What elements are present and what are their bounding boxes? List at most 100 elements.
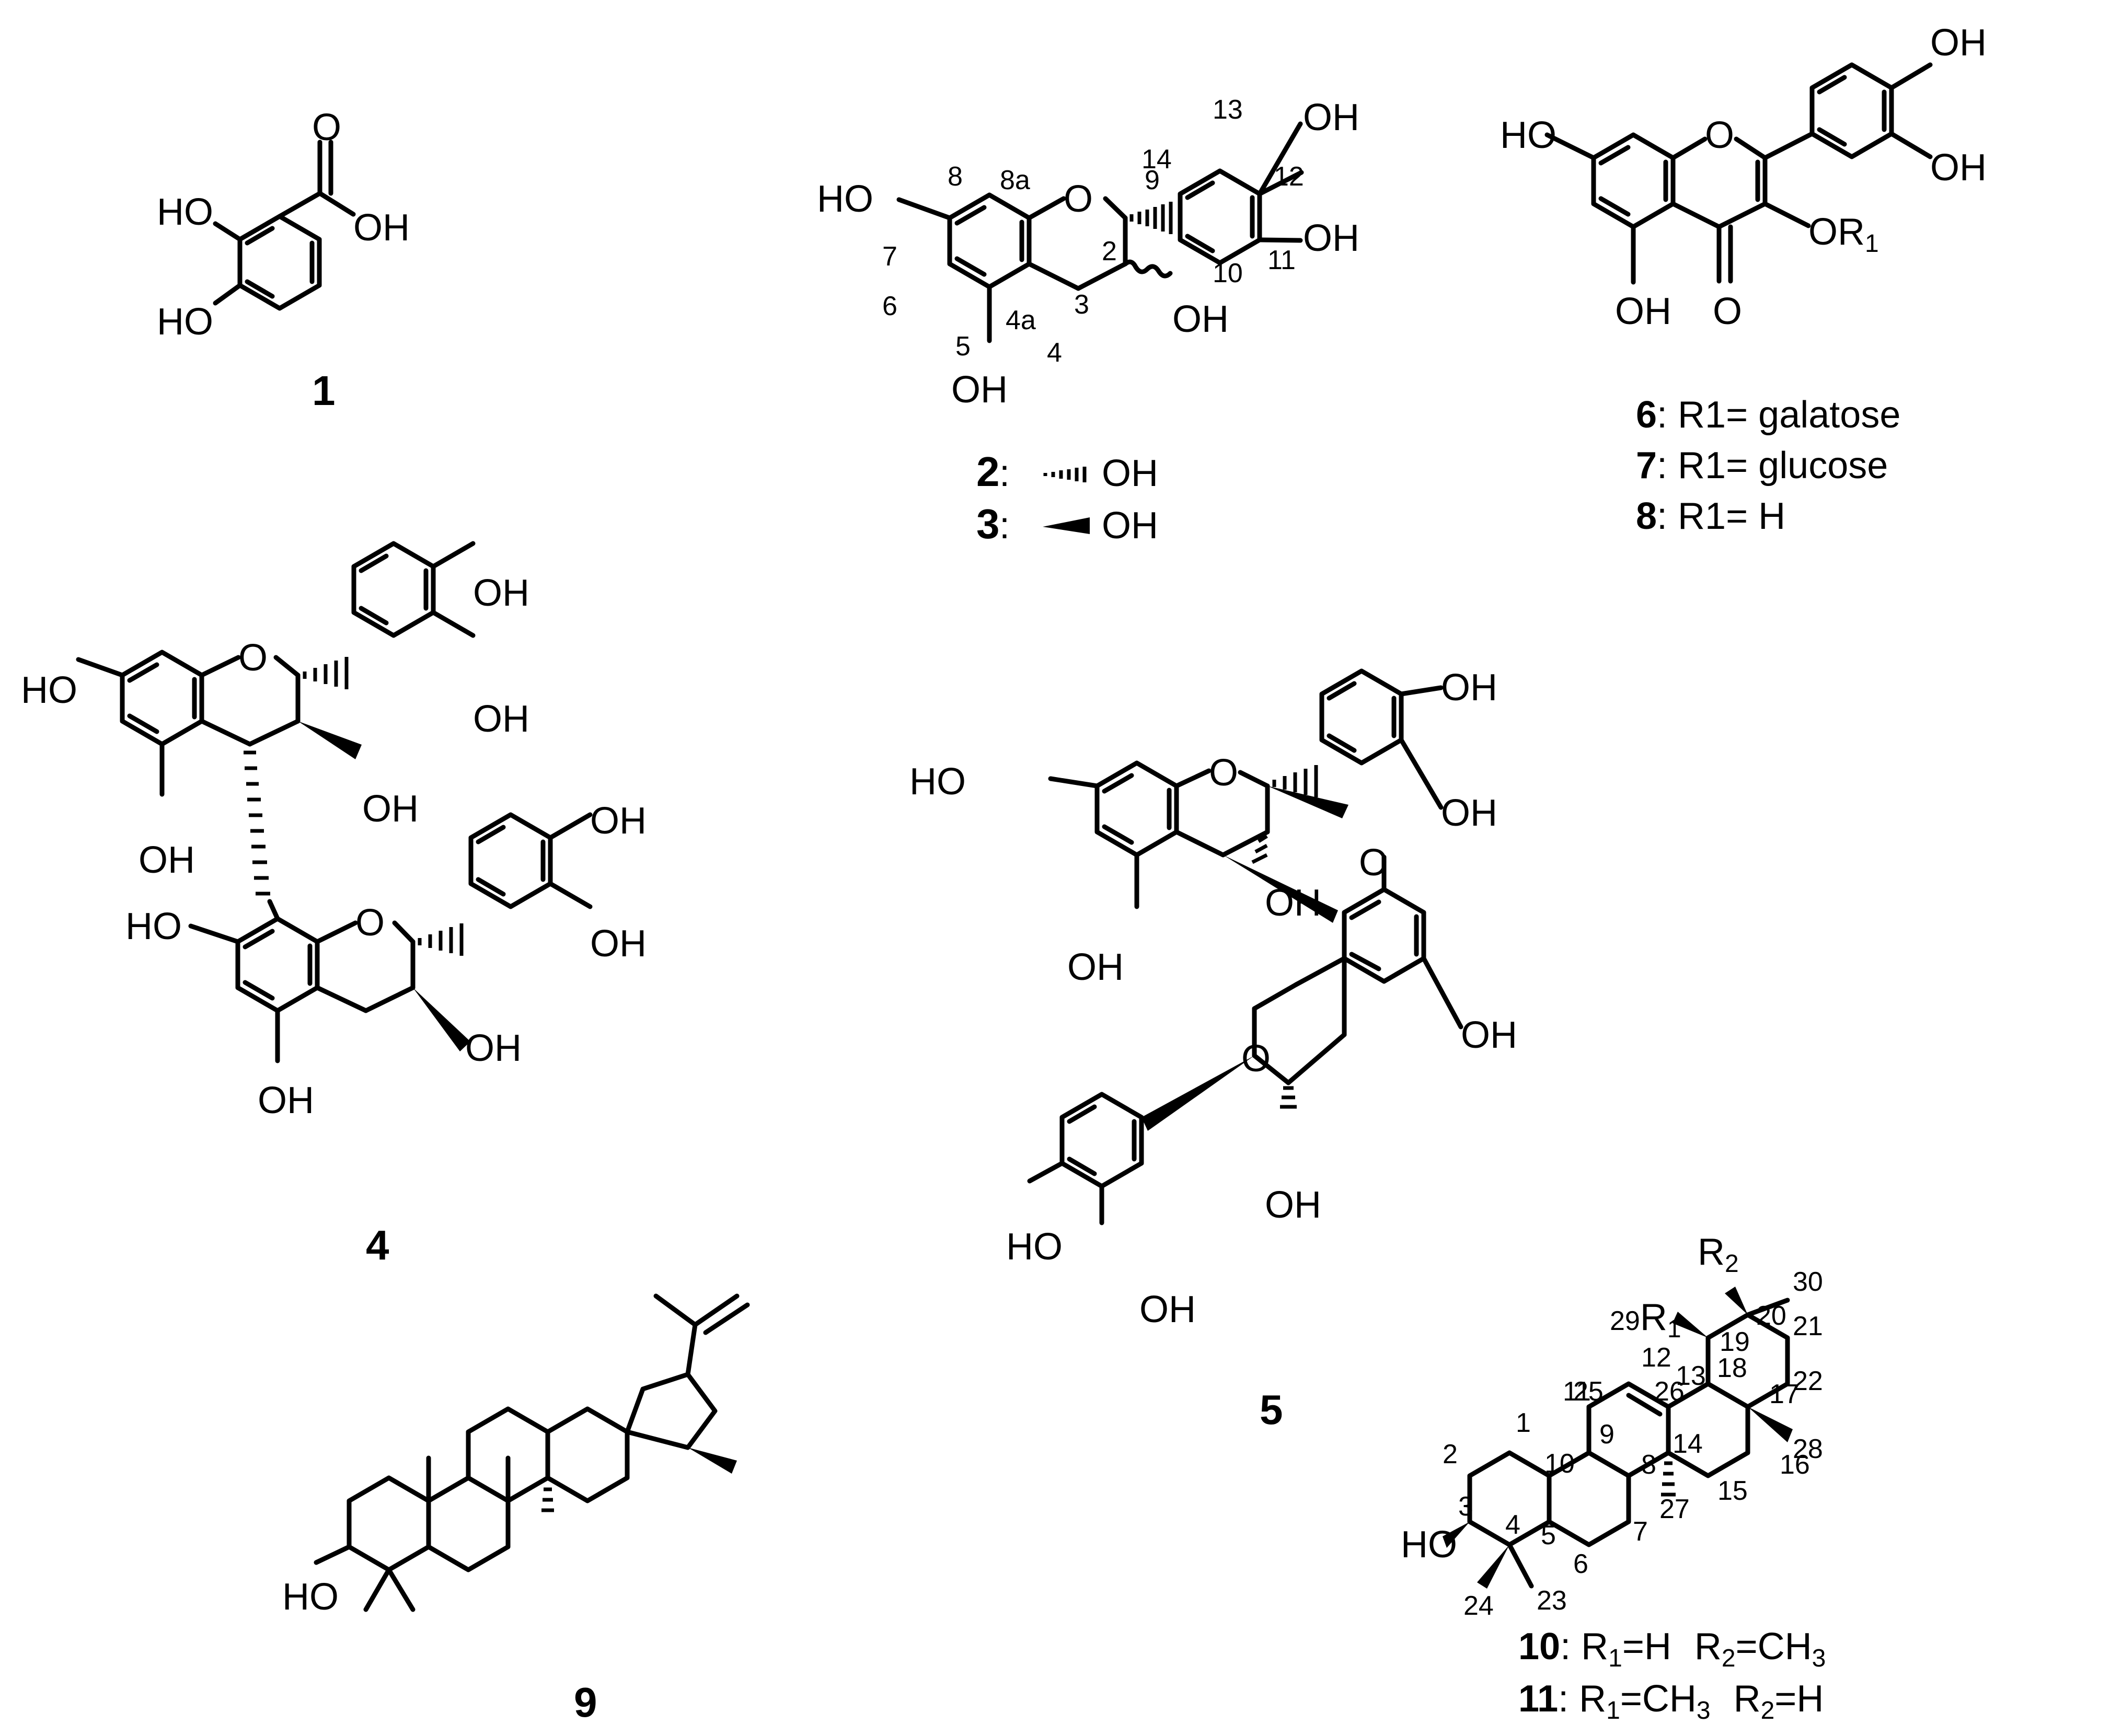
compound-7-id: 7 [1636, 445, 1657, 487]
c2-atom-number: 14 [1141, 144, 1172, 175]
c2-ring-oxygen: O [1064, 178, 1093, 220]
c6-3-OR-group: OR1 [1808, 211, 1879, 258]
c10-atom-number: 7 [1633, 1517, 1648, 1547]
c2-atom-number: 11 [1267, 245, 1296, 275]
compound-6-substituent: : R1= galatose [1657, 394, 1900, 436]
c10-atom-number: 26 [1654, 1376, 1685, 1407]
c4-top-3-hydroxyl: OH [362, 788, 419, 830]
c4-top-catechol-hydroxyl-1: OH [473, 572, 529, 614]
c10-3-hydroxyl: HO [1401, 1524, 1457, 1566]
compound-5-id: 5 [1260, 1386, 1283, 1433]
c5-3-hydroxyl: OH [1265, 882, 1321, 924]
c4-top-ring-oxygen: O [238, 637, 268, 679]
c2-atom-number: 13 [1213, 95, 1243, 125]
compound-1-id: 1 [312, 367, 336, 414]
c10-atom-number: 2 [1443, 1439, 1458, 1469]
compound-9-id: 9 [574, 1679, 597, 1726]
c6-ring-oxygen: O [1705, 114, 1734, 156]
c5-bottom-3-hydroxyl: OH [1265, 1184, 1321, 1226]
c6-3p-hydroxyl: OH [1930, 147, 1987, 189]
c10-atom-number: 8 [1641, 1450, 1656, 1480]
c10-atom-number: 23 [1537, 1585, 1567, 1616]
compound-2-stereo-group: OH [1102, 453, 1158, 494]
c2-atom-number: 6 [882, 291, 897, 321]
c2-atom-number: 4a [1006, 305, 1036, 335]
c2-atom-number: 5 [955, 331, 971, 362]
c10-atom-number: 6 [1573, 1549, 1588, 1579]
c10-atom-number: 28 [1793, 1434, 1823, 1464]
c2-5-hydroxyl: OH [951, 369, 1008, 411]
c2-3-hydroxyl: OH [1172, 298, 1229, 340]
c10-atom-number: 27 [1659, 1494, 1690, 1524]
c5-bottom-ring-oxygen: O [1241, 1038, 1271, 1080]
c9-3-hydroxyl: HO [282, 1576, 339, 1618]
c6-carbonyl-oxygen: O [1713, 291, 1742, 332]
svg-text:8: R1= H: 8: R1= H [1636, 495, 1785, 537]
c10-atom-number: 30 [1793, 1267, 1823, 1297]
c5-top-catechol-hydroxyl-1: OH [1441, 667, 1497, 709]
c10-atom-number: 24 [1463, 1591, 1494, 1621]
c10-atom-number: 18 [1717, 1353, 1747, 1383]
c2-atom-number: 7 [882, 241, 897, 272]
compound-6-8-legend: 6: R1= galatose 7: R1= glucose 8: R1= H [1636, 394, 1900, 537]
c5-bottom-catechol-hydroxyl-2: OH [1139, 1289, 1196, 1330]
c5-bottom-catechol-hydroxyl-1: HO [1006, 1226, 1063, 1268]
c2-atom-number: 3 [1074, 290, 1089, 320]
c4-bottom-catechol-hydroxyl-2: OH [590, 923, 647, 965]
c4-top-catechol-hydroxyl-2: OH [473, 698, 529, 740]
c4-bottom-3-hydroxyl: OH [465, 1027, 522, 1069]
c1-acid-hydroxyl: OH [353, 207, 410, 249]
compound-5-structure: HO O OH OH O OH OH OH O OH HO OH 5 [909, 667, 1517, 1433]
compound-8-substituent: : R1= H [1657, 495, 1785, 537]
c2-7-hydroxyl: HO [817, 178, 873, 220]
compound-4-id: 4 [366, 1222, 389, 1268]
compound-6-structure: HO O OH OH OR1 OH O 6: R1= galatose 7: R… [1500, 22, 1987, 537]
c2-atom-number: 8 [948, 161, 963, 192]
c2-atom-number: 10 [1213, 258, 1243, 288]
compound-3-id: 3 [976, 501, 1000, 547]
c5-top-catechol-hydroxyl-2: OH [1441, 792, 1497, 834]
compound-10-structure: HO 29R1 R2 1 2 3 4 5 6 7 8 9 10 11 12 13… [1401, 1231, 1826, 1725]
c2-atom-number: 8a [1000, 165, 1030, 195]
c4-top-7-hydroxyl: HO [21, 669, 77, 711]
c5-5-hydroxyl: OH [1067, 946, 1124, 988]
c10-atom-number: 22 [1793, 1366, 1823, 1396]
c5-bridge-oxygen: O [1359, 842, 1388, 884]
compound-7-substituent: : R1= glucose [1657, 445, 1888, 487]
c10-atom-number: 21 [1793, 1311, 1823, 1341]
compound-8-id: 8 [1636, 495, 1657, 537]
c4-bottom-catechol-hydroxyl-1: OH [590, 800, 647, 842]
c6-7-hydroxyl: HO [1500, 114, 1556, 156]
c10-atom-number: 3 [1458, 1491, 1473, 1522]
c10-atom-number: 20 [1756, 1301, 1786, 1331]
c10-atom-number: 15 [1717, 1476, 1748, 1506]
c4-bottom-ring-oxygen: O [355, 902, 385, 944]
c1-carbonyl-oxygen: O [312, 107, 341, 148]
c5-d-ring-hydroxyl: OH [1461, 1014, 1517, 1056]
c10-atom-number: 12 [1641, 1342, 1671, 1373]
svg-text:7: R1= glucose: 7: R1= glucose [1636, 445, 1888, 487]
compound-2-structure: HO O OH OH OH OH 2 3 4 4a 5 6 7 8 8a 9 1… [817, 95, 1359, 547]
c10-R2-substituent: R2 [1698, 1231, 1739, 1278]
c5-top-ring-oxygen: O [1209, 752, 1238, 794]
compound-3-separator: : [999, 505, 1010, 547]
c2-atom-number: 4 [1047, 338, 1062, 368]
c10-atom-number: 11 [1563, 1376, 1591, 1407]
c10-atom-number: 10 [1544, 1449, 1575, 1479]
c1-3-hydroxyl: HO [157, 191, 213, 233]
c2-atom-number: 12 [1274, 161, 1304, 192]
c6-4p-hydroxyl: OH [1930, 22, 1987, 64]
c4-bottom-7-hydroxyl: HO [125, 906, 182, 947]
compound-2-separator: : [999, 453, 1010, 494]
compound-3-stereo-group: OH [1102, 505, 1158, 547]
c2-atom-number: 2 [1102, 236, 1117, 267]
compound-1-structure: O OH HO HO 1 [157, 107, 410, 414]
c10-atom-number: 1 [1516, 1408, 1531, 1438]
compound-4-structure: HO O OH OH OH OH HO O OH OH OH OH 4 [21, 541, 647, 1268]
compound-9-structure: HO 9 [282, 1293, 750, 1726]
c2-11-hydroxyl: OH [1303, 217, 1359, 259]
